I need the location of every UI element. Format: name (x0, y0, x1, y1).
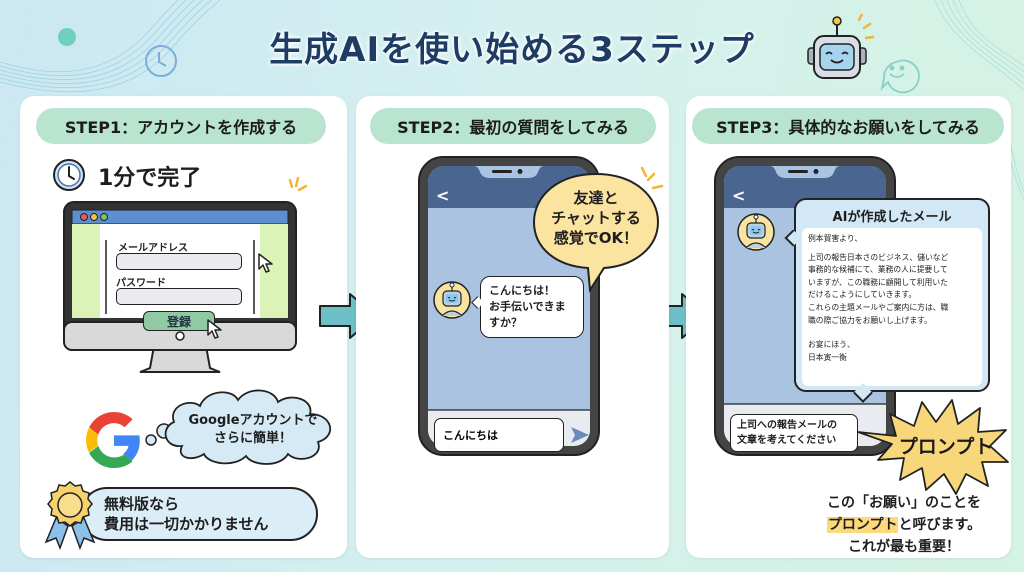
mail-title: AIが作成したメール (832, 210, 952, 225)
mail-line: 事務的な候補にて、業務の人に提要して (808, 265, 948, 275)
email-label: メールアドレス (118, 243, 188, 254)
prompt-burst-label: プロンプト (898, 436, 994, 458)
cloud-bubble (145, 389, 332, 465)
robot-icon (807, 14, 874, 79)
step1-label: STEP1：アカウントを作成する (36, 108, 326, 144)
clock-icon (53, 159, 85, 191)
password-label: パスワード (116, 278, 166, 289)
mail-line: 例本貿害より、 (808, 234, 863, 243)
cursor-icon (207, 319, 222, 339)
mail-line: 上司の報告日本さのビジネス、儲いなど (808, 252, 949, 262)
step2-card: STEP2：最初の質問をしてみる < 友達と チャットする 感覚でOK！ こんに… (356, 96, 669, 558)
time-estimate: 1分で完了 (98, 166, 202, 191)
sparkle-icon (288, 176, 308, 192)
prompt-burst (857, 399, 1009, 495)
register-button[interactable]: 登録 (143, 311, 215, 331)
bot-message-bubble: こんにちは！ お手伝いできま すか？ (480, 276, 584, 338)
back-button[interactable]: < (436, 186, 450, 205)
free-plan-badge (80, 487, 318, 541)
ai-mail-bubble: AIが作成したメール 例本貿害より、 上司の報告日本さのビジネス、儲いなど 事務… (794, 198, 990, 392)
mail-line: これらの主題メールやご案内に方は、職 (808, 302, 949, 312)
google-logo-icon (86, 412, 140, 468)
free-plan-text: 無料版なら 費用は一切かかりません (104, 495, 269, 533)
speech-bubble-callout (532, 166, 664, 294)
back-button[interactable]: < (732, 186, 746, 205)
page-title: 生成AIを使い始める3ステップ (269, 30, 755, 70)
step3-card: STEP3：具体的なお願いをしてみる < AIが作成したメール 例本貿害より、 … (686, 96, 1011, 558)
window-maximize-dot (100, 213, 108, 221)
mail-line: 日本寅一衡 (808, 352, 847, 362)
award-ribbon-icon (44, 481, 96, 550)
window-minimize-dot (90, 213, 98, 221)
send-icon[interactable] (570, 426, 590, 444)
password-input[interactable] (116, 288, 242, 305)
chat-input[interactable] (434, 418, 564, 452)
bot-avatar (737, 213, 775, 251)
mail-line: いますが、この職務に顧開して利用いた (808, 277, 948, 287)
user-prompt-message: 上司への報告メールの 文章を考えてください (730, 414, 858, 452)
window-close-dot (80, 213, 88, 221)
google-bubble-text: Googleアカウントで さらに簡単！ (188, 413, 318, 446)
mail-line: だけるこようにしていきます。 (808, 290, 917, 300)
step3-label: STEP3：具体的なお願いをしてみる (692, 108, 1004, 144)
prompt-explanation: この「お願い」のことを プロンプトと呼びます。 これが最も重要！ (826, 495, 982, 555)
bot-avatar (433, 281, 471, 319)
monitor-illustration (63, 201, 297, 373)
mail-body: 例本貿害より、 上司の報告日本さのビジネス、儲いなど 事務的な候補にて、業務の人… (802, 228, 982, 386)
cursor-icon (258, 253, 273, 273)
email-input[interactable] (116, 253, 242, 270)
callout-text: 友達と チャットする 感覚でOK！ (551, 189, 641, 247)
mail-line (808, 327, 976, 339)
step2-label: STEP2：最初の質問をしてみる (370, 108, 656, 144)
prompt-highlight: プロンプト (826, 517, 899, 533)
mail-line: お宴にほう、 (808, 340, 855, 350)
mail-line: 職の際ご協力をお願いし上げます。 (808, 315, 932, 325)
step1-card: STEP1：アカウントを作成する 1分で完了 メールアドレス パスワード 登録 (20, 96, 347, 558)
